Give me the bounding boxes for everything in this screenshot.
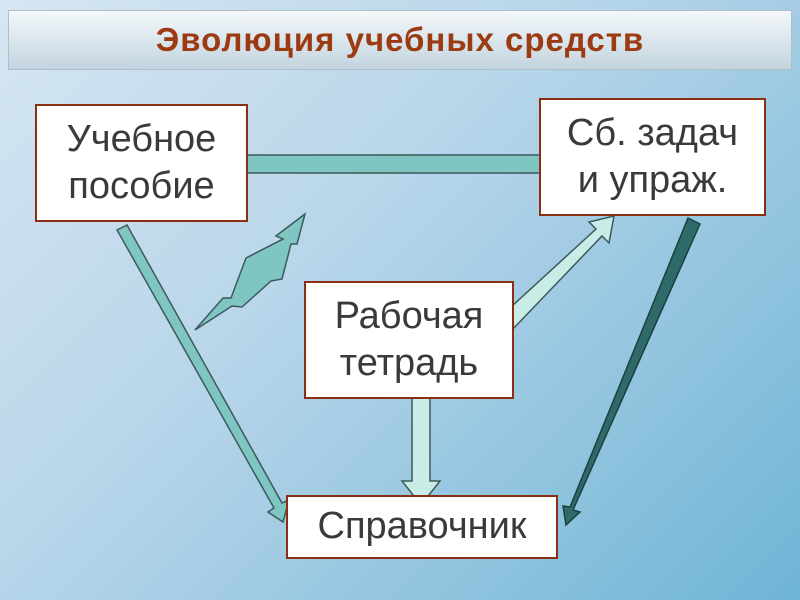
box-sbornik-zadach: Сб. задач и упраж.: [539, 98, 766, 216]
box-sbornik-label: Сб. задач и упраж.: [566, 111, 739, 202]
lightning-arrow: [194, 212, 307, 331]
title-bar: Эволюция учебных средств: [8, 10, 792, 70]
page-title: Эволюция учебных средств: [155, 21, 645, 58]
box-uchebnoe-posobie: Учебное пособие: [35, 104, 248, 222]
box-rabochaya-tetrad: Рабочая тетрадь: [304, 281, 514, 399]
box-rabochaya-label: Рабочая тетрадь: [334, 294, 484, 385]
box-spravochnik: Справочник: [286, 495, 558, 559]
box-uchebnoe-label: Учебное пособие: [66, 117, 217, 208]
arrow-rabochaya-to-sbornik: [497, 215, 615, 333]
arrow-uchebnoe-to-sbornik: [243, 143, 568, 185]
box-spravochnik-label: Справочник: [317, 505, 527, 548]
arrow-rabochaya-to-spravochnik: [400, 388, 442, 507]
arrow-sbornik-to-spravochnik: [562, 216, 701, 527]
